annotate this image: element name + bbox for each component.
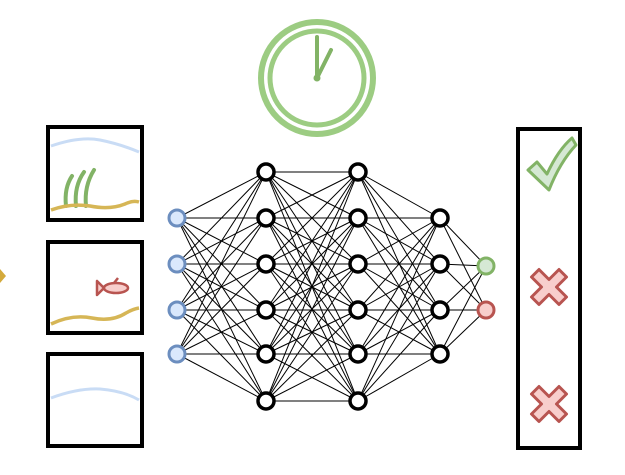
network-edge — [357, 263, 441, 311]
network-edge — [176, 171, 267, 219]
hidden-neuron — [256, 300, 276, 320]
network-edge — [439, 265, 487, 311]
network-edge — [265, 353, 359, 402]
fish-icon — [95, 277, 130, 297]
network-edge — [265, 171, 359, 402]
network-edge — [265, 171, 359, 311]
input-neuron — [167, 300, 187, 320]
hidden-neuron — [348, 254, 368, 274]
hidden-neuron — [256, 208, 276, 228]
seaweed-icon — [63, 168, 96, 208]
frame-seaweed — [46, 125, 144, 222]
network-edge — [176, 171, 267, 311]
water-line — [50, 137, 140, 154]
network-edge — [439, 263, 487, 311]
hidden-neuron — [348, 162, 368, 182]
network-edge — [265, 217, 359, 402]
network-edge — [176, 353, 267, 402]
frame-fish — [46, 240, 144, 335]
hidden-neuron — [348, 208, 368, 228]
network-edge — [439, 309, 487, 355]
network-edge — [176, 309, 267, 402]
network-edge — [265, 263, 359, 402]
network-edge — [357, 263, 441, 402]
network-edge — [439, 217, 487, 311]
network-edge — [176, 171, 267, 355]
network-edge — [176, 171, 267, 265]
hidden-neuron — [256, 391, 276, 411]
network-edge — [439, 265, 487, 355]
network-connections — [176, 171, 487, 402]
output-neuron — [476, 300, 496, 320]
sand-line — [50, 199, 140, 212]
network-edge — [357, 309, 441, 402]
network-edge — [265, 309, 359, 402]
network-nodes — [167, 162, 496, 411]
hidden-neuron — [348, 391, 368, 411]
network-edge — [357, 217, 441, 402]
results-panel — [516, 127, 582, 450]
input-neuron — [167, 254, 187, 274]
network-edge — [176, 217, 267, 355]
network-edge — [357, 353, 441, 402]
network-edge — [176, 263, 267, 311]
sand-line — [50, 306, 140, 326]
hidden-neuron — [348, 300, 368, 320]
hidden-neuron — [430, 300, 450, 320]
network-edge — [265, 171, 359, 355]
cross-icon — [530, 385, 568, 423]
hidden-neuron — [348, 344, 368, 364]
hidden-neuron — [256, 254, 276, 274]
network-edge — [176, 309, 267, 355]
network-edge — [357, 171, 441, 219]
input-neuron — [167, 208, 187, 228]
network-edge — [265, 171, 359, 265]
water-line — [50, 387, 140, 402]
input-neuron — [167, 344, 187, 364]
input-arrow — [0, 269, 6, 283]
network-edge — [176, 263, 267, 355]
hidden-neuron — [430, 344, 450, 364]
network-edge — [439, 217, 487, 267]
hidden-neuron — [430, 208, 450, 228]
cross-icon — [530, 268, 568, 306]
network-edge — [265, 171, 359, 219]
network-edge — [357, 217, 441, 355]
output-neuron — [476, 256, 496, 276]
hidden-neuron — [430, 254, 450, 274]
network-edge — [357, 217, 441, 311]
checkmark-icon — [526, 136, 578, 192]
hidden-neuron — [256, 162, 276, 182]
network-edge — [357, 217, 441, 265]
hidden-neuron — [256, 344, 276, 364]
network-edge — [357, 171, 441, 355]
clock-icon — [258, 19, 376, 137]
frame-water — [46, 352, 144, 448]
